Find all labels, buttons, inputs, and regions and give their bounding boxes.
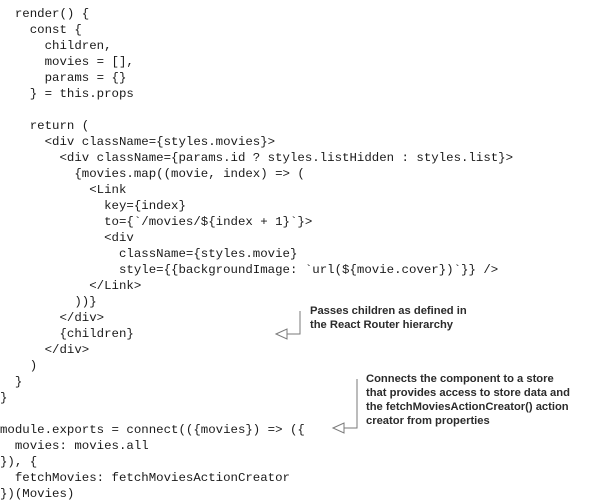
code-line: } = this.props xyxy=(0,87,134,101)
code-line: ))} xyxy=(0,295,97,309)
annotation-line: the React Router hierarchy xyxy=(310,319,453,331)
code-line: <div className={params.id ? styles.listH… xyxy=(0,151,514,165)
code-line: </div> xyxy=(0,343,90,357)
code-line: params = {} xyxy=(0,71,127,85)
code-line: ) xyxy=(0,359,38,373)
code-line: module.exports = connect(({movies}) => (… xyxy=(0,423,305,437)
annotation-line: Passes children as defined in xyxy=(310,305,467,317)
annotation-line: the fetchMoviesActionCreator() action xyxy=(366,401,569,413)
code-line: </div> xyxy=(0,311,105,325)
code-line: })(Movies) xyxy=(0,487,75,501)
code-line: const { xyxy=(0,23,82,37)
code-line: <Link xyxy=(0,183,127,197)
code-line: movies = [], xyxy=(0,55,134,69)
callout-1-arrowhead xyxy=(274,328,288,340)
code-line: fetchMovies: fetchMoviesActionCreator xyxy=(0,471,290,485)
callout-2-arrowhead xyxy=(331,422,345,434)
code-line: render() { xyxy=(0,7,90,21)
callout-2-leader xyxy=(343,379,358,429)
code-line: key={index} xyxy=(0,199,186,213)
code-line: } xyxy=(0,391,8,405)
code-line: style={{backgroundImage: `url(${movie.co… xyxy=(0,263,499,277)
callout-1-leader xyxy=(286,311,301,335)
code-line: children, xyxy=(0,39,112,53)
code-line: </Link> xyxy=(0,279,142,293)
code-line: <div xyxy=(0,231,134,245)
code-line: {children} xyxy=(0,327,134,341)
code-line: className={styles.movie} xyxy=(0,247,298,261)
annotation-line: that provides access to store data and xyxy=(366,387,570,399)
code-line: {movies.map((movie, index) => ( xyxy=(0,167,305,181)
annotation-connect: Connects the component to a store that p… xyxy=(366,372,570,428)
annotation-children: Passes children as defined in the React … xyxy=(310,304,467,332)
code-line: }), { xyxy=(0,455,38,469)
code-line: to={`/movies/${index + 1}`}> xyxy=(0,215,313,229)
code-line: movies: movies.all xyxy=(0,439,149,453)
annotation-line: creator from properties xyxy=(366,415,490,427)
code-line: <div className={styles.movies}> xyxy=(0,135,276,149)
code-line: return ( xyxy=(0,119,90,133)
annotation-line: Connects the component to a store xyxy=(366,373,554,385)
code-line: } xyxy=(0,375,23,389)
